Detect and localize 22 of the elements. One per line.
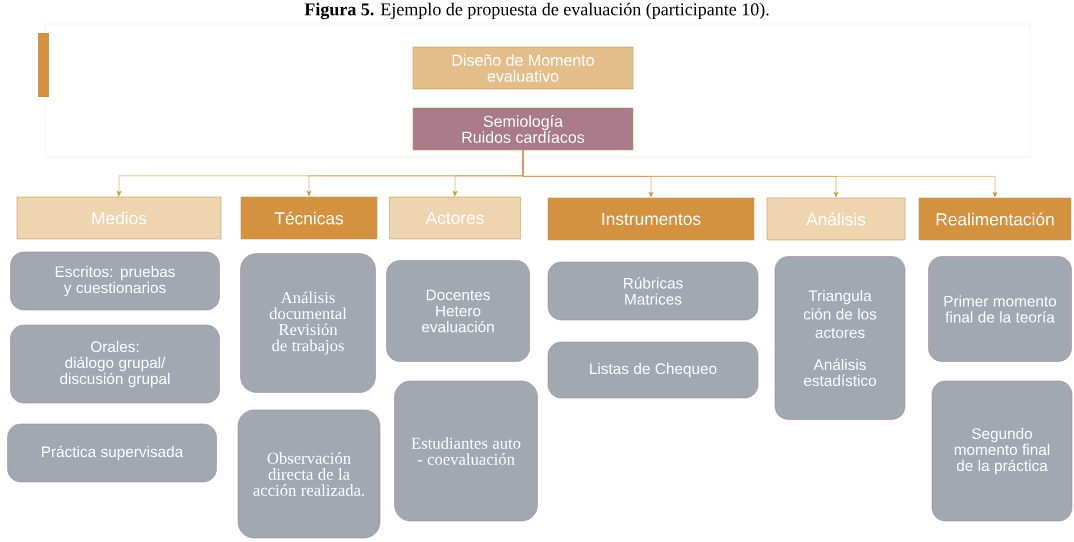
item-box: Segundo momento final de la práctica bbox=[931, 380, 1073, 522]
category-box: Medios bbox=[16, 196, 222, 240]
item-box: Docentes Hetero evaluación bbox=[386, 260, 530, 362]
item-box: Escritos: pruebas y cuestionarios bbox=[10, 251, 220, 311]
item-box: Listas de Chequeo bbox=[547, 341, 759, 399]
item-box: Triangula ción de los actores Análisis estadístico bbox=[774, 256, 906, 420]
item-box: Primer momento final de la teoría bbox=[928, 256, 1072, 362]
category-box: Técnicas bbox=[240, 196, 378, 240]
category-box: Análisis bbox=[766, 197, 906, 241]
item-box: Rúbricas Matrices bbox=[547, 261, 759, 321]
category-box: Actores bbox=[389, 196, 521, 240]
category-box: Realimentación bbox=[918, 197, 1072, 241]
item-box: Orales: diálogo grupal/ discusión grupal bbox=[10, 324, 220, 404]
category-box: Instrumentos bbox=[547, 197, 755, 241]
item-box: Práctica supervisada bbox=[7, 423, 217, 483]
figure-title: Figura 5. Ejemplo de propuesta de evaluación (participante 10). bbox=[304, 2, 769, 20]
item-box: Observación directa de la acción realizada. bbox=[237, 409, 381, 539]
item-box: Estudiantes auto - coevaluación bbox=[394, 380, 538, 522]
title-box: Diseño de Momento evaluativo bbox=[412, 46, 634, 90]
topic-box: Semiología Ruidos cardíacos bbox=[412, 107, 634, 151]
arrow bbox=[522, 150, 998, 198]
item-box: Análisis documental Revisión de trabajos bbox=[240, 253, 376, 393]
